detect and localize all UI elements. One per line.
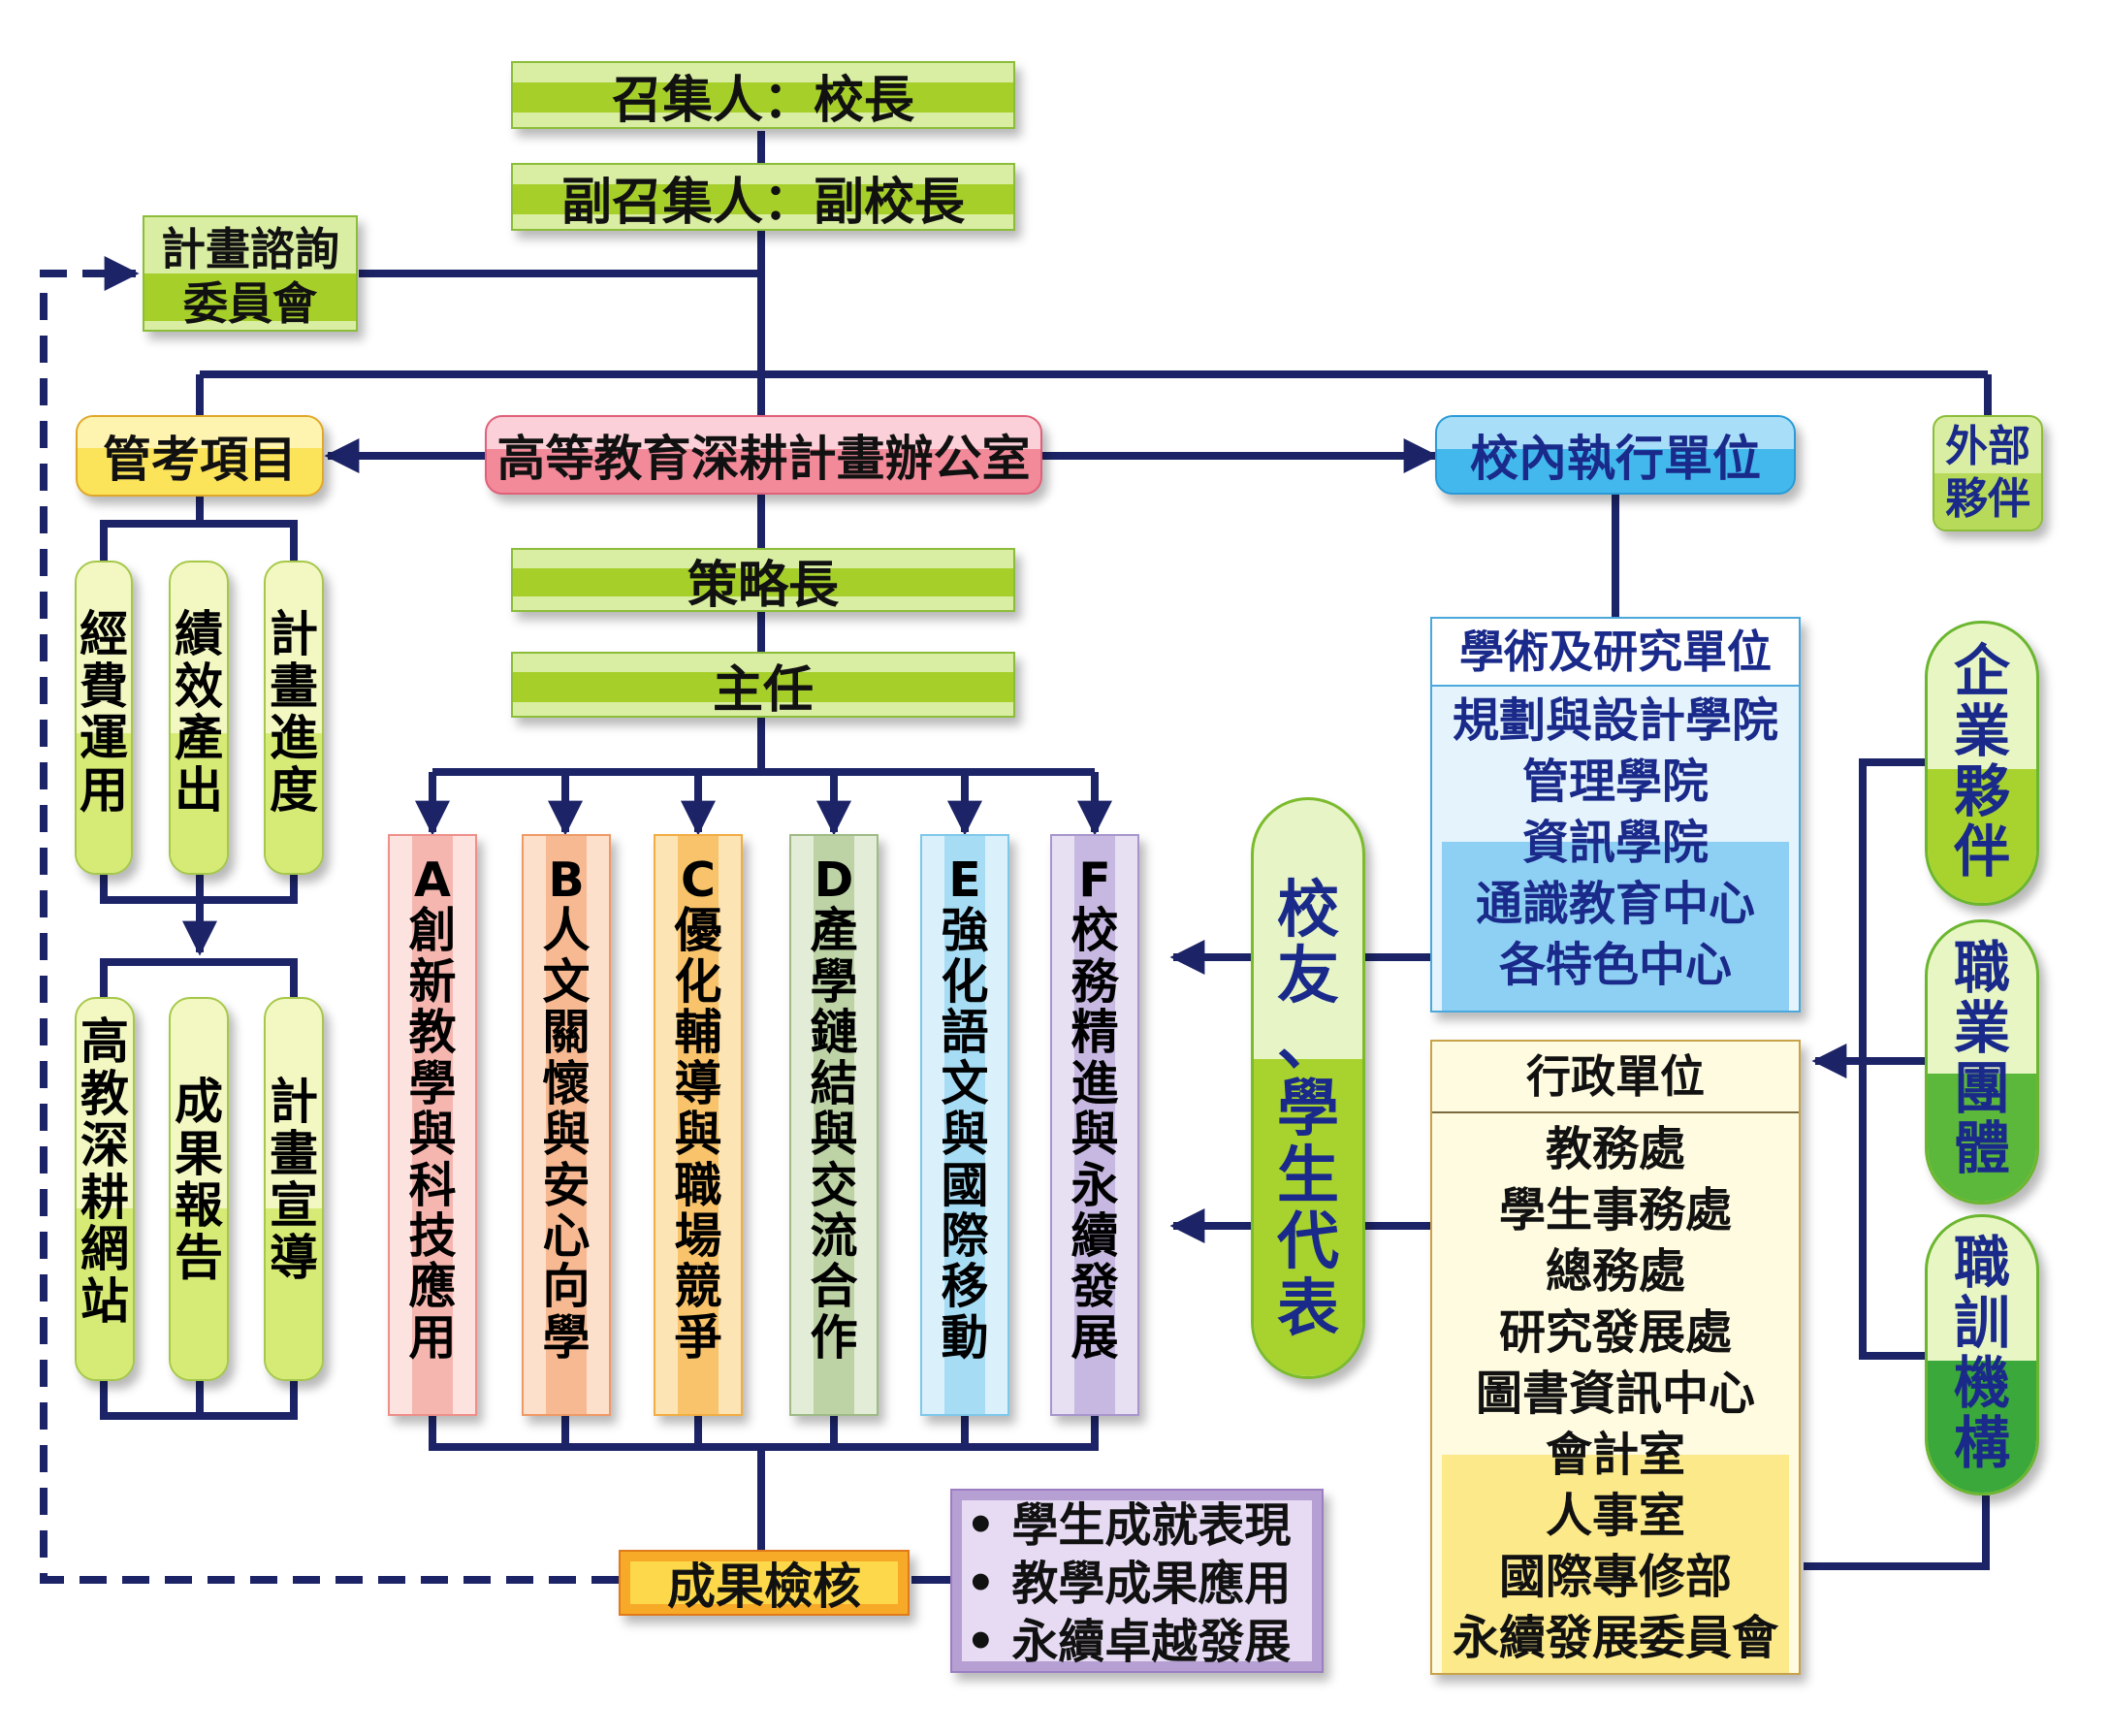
project-office-label: 高等教育深耕計畫辦公室 [496,431,1031,487]
external-line2: 夥伴 [1945,474,2030,524]
director-label: 主任 [712,660,814,720]
advisory-line2: 委員會 [183,277,317,330]
deputy-label: 副召集人：副校長 [560,173,965,232]
director-box: 主任 [511,652,1015,720]
advisory-line1: 計畫諮詢 [161,223,339,275]
partner-enterprise: 企業夥伴 [1925,621,2039,906]
partner-training-institutions-text: 職訓機構 [1953,1230,2010,1477]
advisory-committee-box: 計畫諮詢 委員會 [143,215,358,332]
output-item-2-text: 成果報告 [175,1074,223,1286]
review-point-2: • 教學成果應用 [966,1557,1292,1611]
academic-item-2: 管理學院 [1521,755,1709,809]
admin-units-title: 行政單位 [1526,1050,1705,1103]
convener-box: 召集人：校長 [511,61,1015,130]
result-review-box: 成果檢核 [619,1550,910,1616]
output-item-2: 成果報告 [169,997,229,1381]
academic-item-1: 規劃與設計學院 [1452,693,1778,748]
review-points-box: • 學生成就表現 • 教學成果應用 • 永續卓越發展 [950,1489,1324,1673]
academic-units-title: 學術及研究單位 [1459,626,1772,678]
admin-item-4: 研究發展處 [1498,1305,1732,1360]
partner-professional-groups-text: 職業團體 [1953,935,2010,1182]
management-items-box: 管考項目 [76,415,324,497]
manage-item-1: 經費運用 [75,561,133,875]
strategy-bottom-bus [429,1416,1099,1451]
strategy-chief-box: 策略長 [511,548,1015,615]
convener-label: 召集人：校長 [611,71,914,130]
management-items-label: 管考項目 [103,432,297,488]
project-office-box: 高等教育深耕計畫辦公室 [485,415,1042,495]
alumni-student-reps: 校友、學生代表 [1251,797,1365,1379]
admin-item-2: 學生事務處 [1498,1183,1732,1238]
academic-item-3: 資訊學院 [1521,816,1709,870]
output-item-3-text: 計畫宣導 [270,1074,318,1286]
academic-item-5: 各特色中心 [1498,938,1732,992]
partner-enterprise-text: 企業夥伴 [1953,638,2010,885]
external-partners-box: 外部 夥伴 [1933,415,2043,531]
manage-item-1-text: 經費運用 [80,606,128,819]
internal-units-label: 校內執行單位 [1470,431,1761,487]
review-point-3: • 永續卓越發展 [966,1615,1292,1669]
alumni-student-reps-text: 校友、學生代表 [1277,875,1339,1345]
review-point-1: • 學生成就表現 [966,1498,1292,1553]
admin-item-6: 會計室 [1545,1428,1685,1482]
external-line1: 外部 [1945,422,2030,471]
dashed-feedback [40,256,619,1584]
output-item-1: 高教深耕網站 [75,997,135,1381]
deputy-box: 副召集人：副校長 [511,163,1015,232]
academic-item-4: 通識教育中心 [1475,877,1755,931]
partner-training-institutions: 職訓機構 [1925,1214,2039,1495]
partners-to-admin-bottom [1804,1495,1990,1570]
admin-units-box: 行政單位 教務處 學生事務處 總務處 研究發展處 圖書資訊中心 會計室 人事室 … [1430,1040,1801,1675]
admin-item-7: 人事室 [1545,1489,1685,1543]
academic-units-box: 學術及研究單位 規劃與設計學院 管理學院 資訊學院 通識教育中心 各特色中心 [1430,617,1801,1013]
partner-professional-groups: 職業團體 [1925,919,2039,1205]
admin-item-5: 圖書資訊中心 [1475,1366,1755,1421]
manage-item-2: 績效產出 [169,561,229,875]
manage-item-3-text: 計畫進度 [270,606,318,819]
manage-item-2-text: 績效產出 [175,606,223,819]
admin-item-1: 教務處 [1545,1122,1685,1176]
result-review-label: 成果檢核 [667,1559,861,1615]
internal-units-box: 校內執行單位 [1435,415,1796,495]
admin-item-8: 國際專修部 [1498,1550,1732,1604]
strategy-chief-label: 策略長 [687,556,839,615]
output-item-3: 計畫宣導 [264,997,324,1381]
admin-item-3: 總務處 [1545,1244,1685,1299]
manage-item-3: 計畫進度 [264,561,324,875]
output-item-1-text: 高教深耕網站 [80,1013,129,1330]
admin-item-9: 永續發展委員會 [1452,1611,1778,1665]
